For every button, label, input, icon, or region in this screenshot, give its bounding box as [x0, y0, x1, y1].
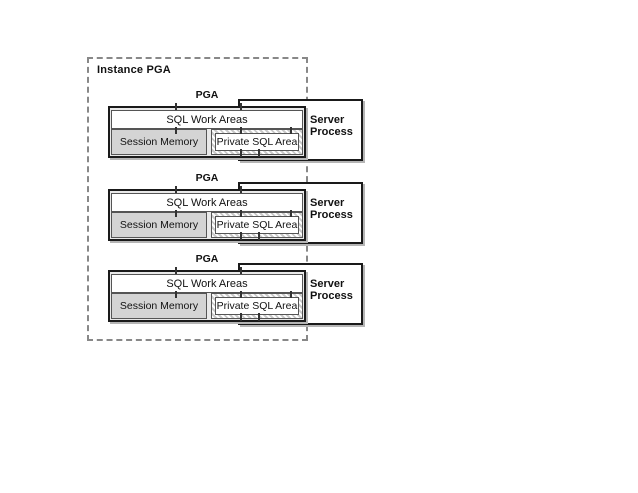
connector-tick: [175, 267, 177, 274]
sql-work-areas-label: SQL Work Areas: [166, 113, 248, 126]
pga-box: SQL Work Areas Session Memory Private SQ…: [108, 186, 306, 241]
sql-work-areas-box: SQL Work Areas: [111, 193, 303, 212]
connector-tick: [175, 291, 177, 298]
connector-tick: [258, 149, 260, 157]
server-process-label: Server Process: [310, 278, 353, 303]
connector-tick: [240, 210, 242, 217]
private-sql-area-inner: Private SQL Area: [215, 133, 299, 151]
connector-tick: [240, 267, 242, 274]
server-process-label: Server Process: [310, 114, 353, 139]
connector-tick: [240, 149, 242, 157]
connector-tick: [175, 127, 177, 134]
private-sql-area-box: Private SQL Area: [211, 293, 303, 319]
session-memory-label: Session Memory: [119, 219, 199, 231]
pga-label: PGA: [195, 89, 219, 101]
sql-work-areas-box: SQL Work Areas: [111, 274, 303, 293]
sql-work-areas-label: SQL Work Areas: [166, 277, 248, 290]
connector-tick: [290, 210, 292, 217]
connector-tick: [258, 313, 260, 321]
connector-tick: [290, 127, 292, 134]
connector-tick: [240, 186, 242, 193]
connector-tick: [290, 291, 292, 298]
private-sql-area-box: Private SQL Area: [211, 212, 303, 238]
private-sql-area-label: Private SQL Area: [216, 136, 298, 148]
sql-work-areas-label: SQL Work Areas: [166, 196, 248, 209]
session-memory-label: Session Memory: [119, 300, 199, 312]
connector-tick: [258, 232, 260, 240]
connector-tick: [240, 291, 242, 298]
private-sql-area-inner: Private SQL Area: [215, 216, 299, 234]
sql-work-areas-box: SQL Work Areas: [111, 110, 303, 129]
connector-tick: [175, 210, 177, 217]
pga-box: SQL Work Areas Session Memory Private SQ…: [108, 103, 306, 158]
private-sql-area-inner: Private SQL Area: [215, 297, 299, 315]
private-sql-area-box: Private SQL Area: [211, 129, 303, 155]
connector-tick: [240, 232, 242, 240]
private-sql-area-label: Private SQL Area: [216, 219, 298, 231]
connector-tick: [175, 186, 177, 193]
pga-label: PGA: [195, 172, 219, 184]
private-sql-area-label: Private SQL Area: [216, 300, 298, 312]
connector-tick: [175, 103, 177, 110]
pga-box: SQL Work Areas Session Memory Private SQ…: [108, 267, 306, 322]
session-memory-box: Session Memory: [111, 293, 207, 319]
pga-label: PGA: [195, 253, 219, 265]
connector-tick: [240, 313, 242, 321]
connector-tick: [240, 103, 242, 110]
session-memory-label: Session Memory: [119, 136, 199, 148]
connector-tick: [240, 127, 242, 134]
server-process-label: Server Process: [310, 197, 353, 222]
instance-pga-label: Instance PGA: [97, 64, 171, 76]
session-memory-box: Session Memory: [111, 129, 207, 155]
session-memory-box: Session Memory: [111, 212, 207, 238]
